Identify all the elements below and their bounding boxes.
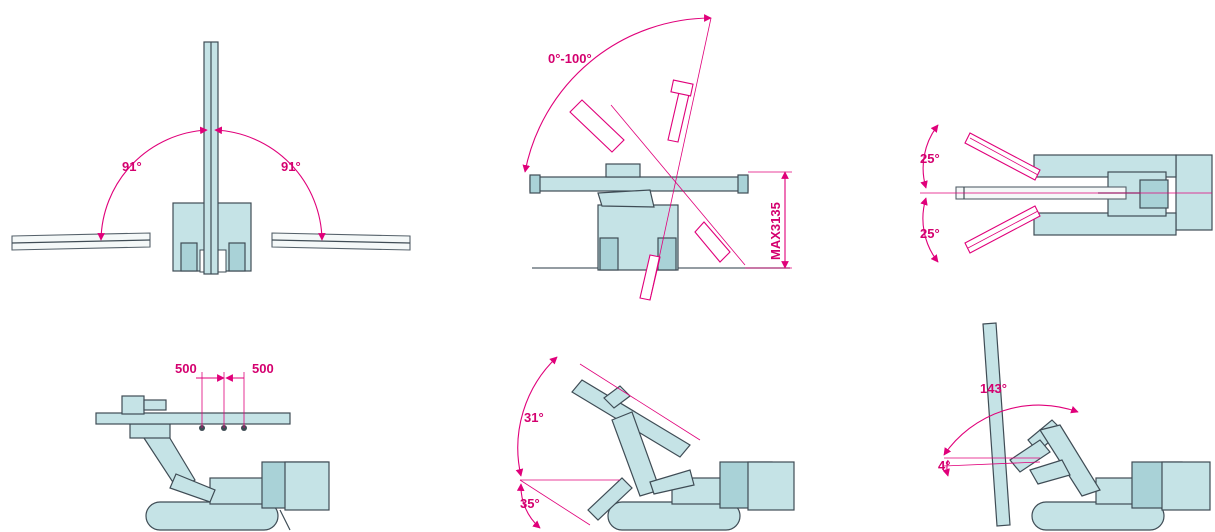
vertical-feed-beam-6 bbox=[982, 322, 1011, 527]
machine-side-body bbox=[597, 204, 679, 271]
panel-vertical-reach-view: 143° 4° bbox=[938, 322, 1211, 531]
upper-tilt-angle-label: 25° bbox=[920, 151, 940, 166]
left-offset-label: 500 bbox=[175, 361, 197, 376]
lower-reach-arc bbox=[942, 459, 950, 477]
machine-top-body bbox=[1033, 154, 1213, 236]
height-dimension: MAX3135 bbox=[745, 171, 792, 269]
panel-feed-extension-view: 500 500 bbox=[95, 361, 330, 531]
lower-reach-angle-label: 4° bbox=[938, 458, 950, 473]
upper-tilt-arc bbox=[920, 124, 939, 189]
panel-top-view: 25° 25° bbox=[920, 124, 1213, 263]
upper-lift-arc bbox=[515, 356, 558, 477]
right-swing-arc bbox=[214, 126, 326, 241]
upper-lift-angle-label: 31° bbox=[524, 410, 544, 425]
lowered-ghost-beam bbox=[587, 477, 633, 521]
lower-tilt-arc bbox=[920, 197, 939, 263]
upper-reach-arc bbox=[943, 404, 1079, 456]
panel-tilt-view: 0°-100° MAX3135 bbox=[522, 14, 792, 301]
right-swing-angle-label: 91° bbox=[281, 159, 301, 174]
crawler-track-6 bbox=[1031, 461, 1211, 531]
upper-reach-angle-label: 143° bbox=[980, 381, 1007, 396]
vertical-feed-beam bbox=[203, 41, 219, 275]
tilt-reference-line-2 bbox=[649, 17, 712, 301]
left-swung-beam bbox=[11, 232, 151, 251]
boom-arm bbox=[129, 423, 216, 503]
crawler-track bbox=[145, 461, 330, 531]
upper-ghost-beam bbox=[964, 132, 1041, 181]
tilt-range-arc bbox=[522, 14, 712, 173]
extended-feed-beam bbox=[95, 395, 291, 431]
panel-lift-angle-view: 31° 35° bbox=[515, 356, 795, 531]
crawler-track-5 bbox=[607, 461, 795, 531]
lower-ghost-beam bbox=[964, 205, 1041, 254]
lower-reference-6 bbox=[943, 461, 1041, 467]
panel-front-swing-view: 91° 91° bbox=[11, 41, 411, 275]
horizontal-feed-beam bbox=[529, 163, 749, 208]
tilt-range-label: 0°-100° bbox=[548, 51, 592, 66]
lower-lift-arc bbox=[516, 483, 541, 529]
upper-angle-reference bbox=[579, 363, 701, 441]
right-offset-label: 500 bbox=[252, 361, 274, 376]
left-swing-arc bbox=[97, 126, 208, 241]
left-swing-angle-label: 91° bbox=[122, 159, 142, 174]
offset-dimensions bbox=[196, 372, 245, 428]
right-swung-beam bbox=[271, 232, 411, 251]
lower-lift-angle-label: 35° bbox=[520, 496, 540, 511]
max-height-label: MAX3135 bbox=[768, 202, 783, 260]
lower-tilt-angle-label: 25° bbox=[920, 226, 940, 241]
